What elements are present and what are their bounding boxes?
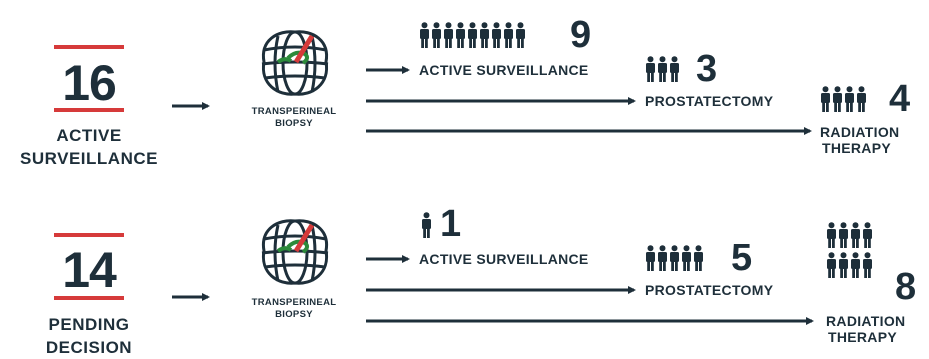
red-rule-bottom <box>54 296 124 300</box>
person-icon <box>694 245 703 271</box>
person-icon <box>845 86 854 112</box>
outcome-label: RADIATION THERAPY <box>826 313 905 345</box>
biopsy-label-line1: TRANSPERINEAL <box>251 297 337 308</box>
red-rule-top <box>54 45 124 49</box>
person-icon <box>851 252 860 278</box>
person-group <box>421 212 432 238</box>
person-icon <box>839 252 848 278</box>
person-icon <box>422 212 431 238</box>
person-icon <box>444 22 453 48</box>
outcome-label: ACTIVE SURVEILLANCE <box>419 62 589 78</box>
person-icon <box>857 86 866 112</box>
person-icon <box>670 245 679 271</box>
outcome-count: 4 <box>889 78 911 120</box>
person-icon <box>827 222 836 248</box>
person-icon <box>420 22 429 48</box>
cohort-label-line1: ACTIVE <box>56 126 122 145</box>
outcome-label-line2: THERAPY <box>822 140 891 156</box>
outcome-count: 5 <box>731 237 753 279</box>
person-icon <box>821 86 830 112</box>
person-icon <box>646 56 655 82</box>
outcome-label-line1: RADIATION <box>826 313 906 329</box>
outcome-label: PROSTATECTOMY <box>645 282 774 298</box>
cohort-label-line2: DECISION <box>45 338 133 357</box>
person-icon <box>456 22 465 48</box>
outcome-count: 8 <box>895 266 917 308</box>
prostate-globe-icon <box>261 219 329 285</box>
person-icon <box>827 252 836 278</box>
outcome-count: 1 <box>440 203 462 245</box>
person-group <box>826 222 875 278</box>
person-icon <box>839 222 848 248</box>
biopsy-label: TRANSPERINEAL BIOPSY <box>224 106 364 130</box>
biopsy-label-line2: BIOPSY <box>275 118 313 129</box>
outcome-label: PROSTATECTOMY <box>645 93 774 109</box>
person-icon <box>851 222 860 248</box>
cohort-count: 16 <box>62 55 117 111</box>
person-icon <box>658 56 667 82</box>
cohort-count: 14 <box>62 242 117 298</box>
prostate-globe-icon <box>261 30 329 96</box>
person-icon <box>516 22 525 48</box>
person-icon <box>432 22 441 48</box>
person-icon <box>682 245 691 271</box>
outcome-count: 3 <box>696 48 718 90</box>
person-icon <box>863 252 872 278</box>
outcome-count: 9 <box>570 14 592 56</box>
red-rule-bottom <box>54 108 124 112</box>
person-icon <box>480 22 489 48</box>
biopsy-label-line1: TRANSPERINEAL <box>251 106 337 117</box>
person-icon <box>863 222 872 248</box>
person-icon <box>504 22 513 48</box>
cohort-label: PENDING DECISION <box>0 313 189 359</box>
outcome-label: RADIATION THERAPY <box>820 124 899 156</box>
person-icon <box>658 245 667 271</box>
outcome-label-line1: RADIATION <box>820 124 900 140</box>
person-group <box>645 56 680 82</box>
cohort-label-line1: PENDING <box>48 315 130 334</box>
person-group <box>645 245 704 271</box>
person-icon <box>492 22 501 48</box>
person-group <box>820 86 867 112</box>
biopsy-label: TRANSPERINEAL BIOPSY <box>224 297 364 321</box>
person-group <box>419 22 526 48</box>
cohort-label-line2: SURVEILLANCE <box>20 149 158 168</box>
person-icon <box>468 22 477 48</box>
person-icon <box>833 86 842 112</box>
outcome-label: ACTIVE SURVEILLANCE <box>419 251 589 267</box>
cohort-label: ACTIVE SURVEILLANCE <box>0 124 189 170</box>
person-icon <box>646 245 655 271</box>
outcome-label-line2: THERAPY <box>828 329 897 345</box>
person-icon <box>670 56 679 82</box>
biopsy-label-line2: BIOPSY <box>275 309 313 320</box>
red-rule-top <box>54 233 124 237</box>
